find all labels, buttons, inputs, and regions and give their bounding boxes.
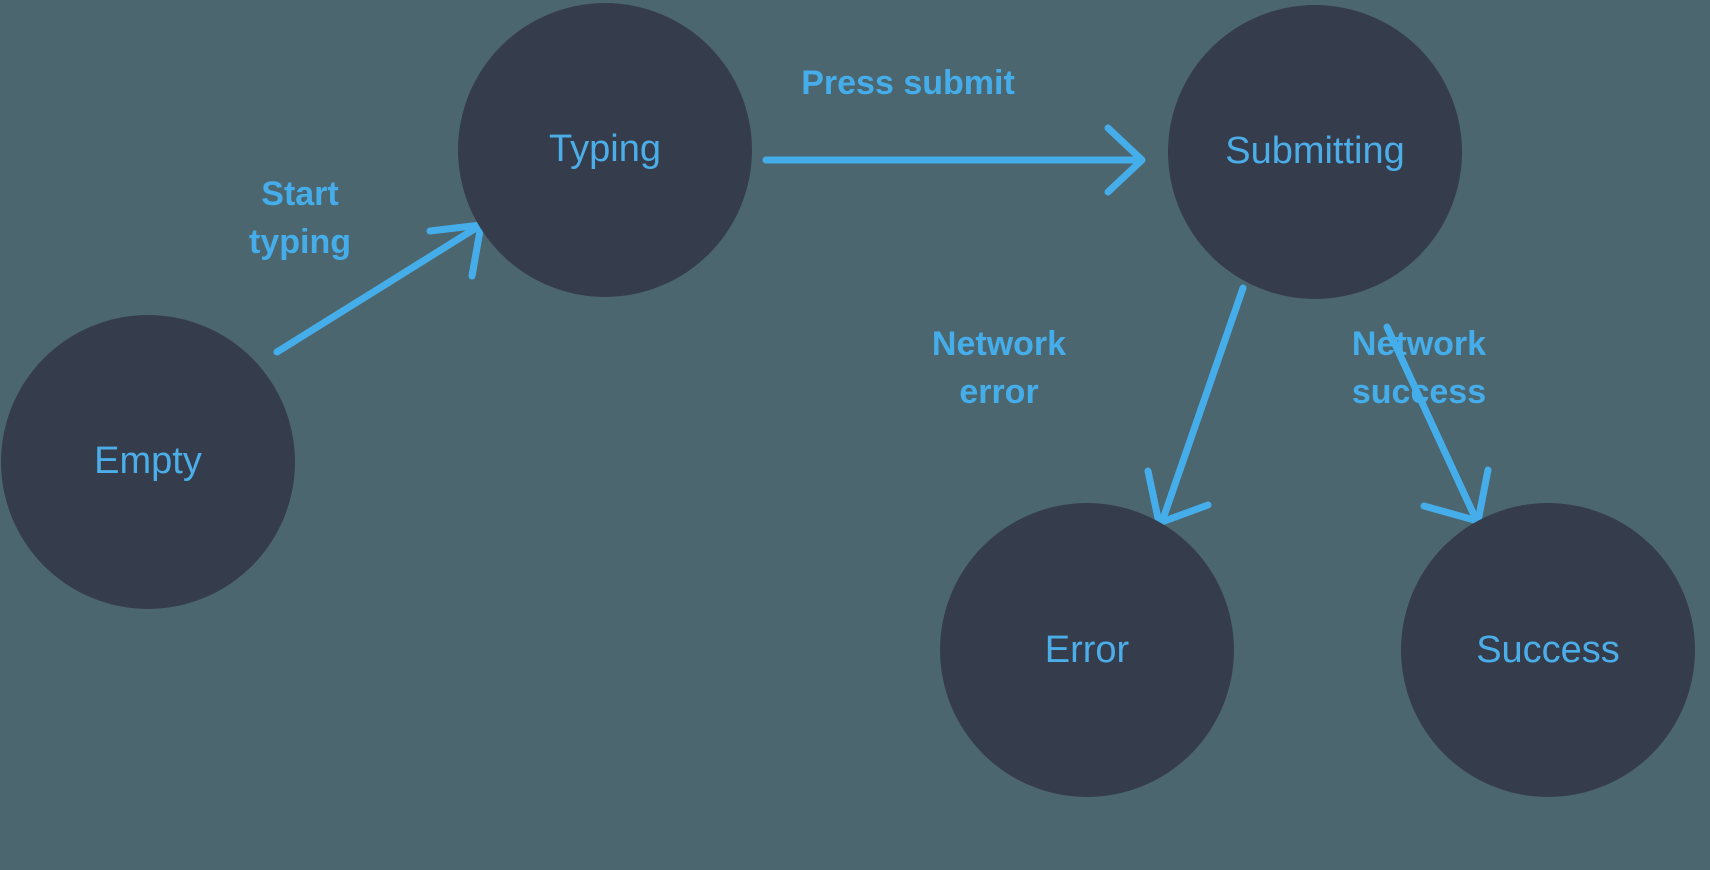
edge-label-network-error-line2: error [959,373,1038,411]
edge-line-network-success [1383,323,1478,519]
arrowhead-press-submit [1104,124,1146,196]
edge-line-network-error [1159,284,1247,523]
state-node-error-label: Error [1045,629,1130,671]
edge-label-network-error: Network error [932,325,1066,411]
edge-label-start-typing-line1: Start [261,175,338,213]
state-node-success-label: Success [1476,629,1620,671]
state-node-empty-label: Empty [94,440,202,482]
edge-label-start-typing-line2: typing [249,223,351,261]
edge-label-network-success-line2: success [1352,373,1486,411]
state-node-submitting[interactable]: Submitting [1168,5,1462,299]
edge-label-network-success: Network success [1352,325,1486,411]
edge-typing-to-submitting [762,124,1146,196]
state-node-typing[interactable]: Typing [458,3,752,297]
state-node-error-circle[interactable] [940,503,1234,797]
edge-label-network-error-line1: Network [932,325,1066,363]
state-node-typing-label: Typing [549,128,661,170]
state-node-submitting-label: Submitting [1225,130,1405,172]
state-node-typing-circle[interactable] [458,3,752,297]
state-node-empty[interactable]: Empty [1,315,295,609]
state-node-submitting-circle[interactable] [1168,5,1462,299]
state-node-empty-circle[interactable] [1,315,295,609]
edge-label-network-success-line1: Network [1352,325,1486,363]
edge-submitting-to-error [1144,284,1247,527]
edge-label-start-typing: Start typing [249,175,351,261]
state-node-success-circle[interactable] [1401,503,1695,797]
edge-line-start-typing [273,224,480,356]
state-node-success[interactable]: Success [1401,503,1695,797]
edge-label-press-submit-line1: Press submit [801,64,1015,102]
state-node-error[interactable]: Error [940,503,1234,797]
edge-label-press-submit: Press submit [801,64,1015,102]
